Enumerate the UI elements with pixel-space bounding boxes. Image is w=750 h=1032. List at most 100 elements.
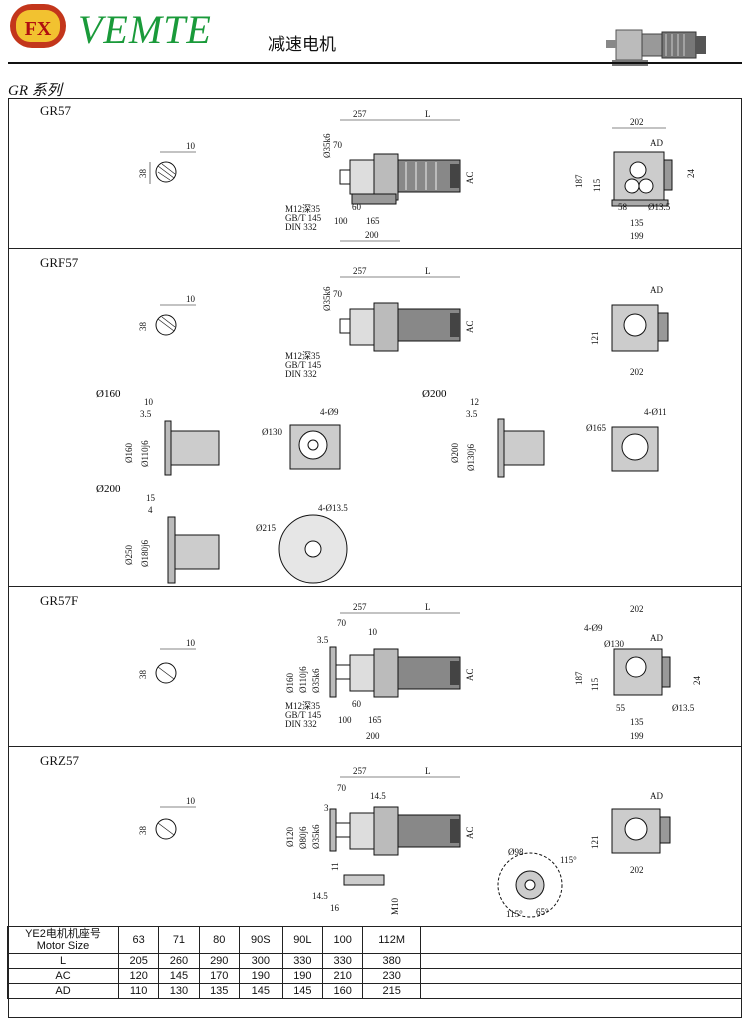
- flange-200a-side: 12 3.5 Ø200 Ø130j6: [450, 397, 545, 478]
- size-cell: 90L: [281, 926, 324, 954]
- dim-shaft-dia: Ø35k6: [311, 668, 321, 693]
- dim-f10: 10: [144, 397, 154, 407]
- note-din: DIN 332: [285, 369, 317, 379]
- end-view: 202 4-Ø9 Ø130 AD 187 115 24 55 Ø13.5 135…: [574, 604, 702, 741]
- dim-70: 70: [337, 618, 347, 628]
- dim-121: 121: [590, 332, 600, 346]
- table-row: L 205 260 290 300 330 330 380: [7, 953, 742, 969]
- dim-165: 165: [366, 216, 380, 226]
- section-divider: [8, 586, 742, 587]
- dim-f12: 12: [470, 397, 479, 407]
- dim-199: 199: [630, 231, 644, 241]
- shaft-section-view: 10 38: [138, 294, 196, 336]
- table-header-en: Motor Size: [36, 940, 90, 952]
- dim-AD: AD: [650, 285, 663, 295]
- dim-fd130: Ø130: [262, 427, 282, 437]
- dim-L: L: [425, 266, 431, 276]
- dim-shaft-key: 10: [186, 796, 196, 806]
- flange-label-160: Ø160: [96, 388, 121, 400]
- flange-160-side: 10 3.5 Ø160 Ø110j6: [124, 397, 220, 476]
- dim-257: 257: [353, 109, 367, 119]
- dim-fd200: Ø200: [450, 443, 460, 463]
- section-divider: [8, 248, 742, 249]
- dim-257: 257: [353, 766, 367, 776]
- shaft-section-view: 10 38: [138, 638, 196, 684]
- dim-fd4-11: 4-Ø11: [644, 407, 667, 417]
- size-cell: 80: [198, 926, 240, 954]
- size-cell: 100: [322, 926, 364, 954]
- shaft-section-view: 10 38: [138, 141, 196, 184]
- dim-58: 58: [618, 202, 628, 212]
- dim-shaft-dia: Ø35k6: [311, 824, 321, 849]
- table-cell: 170: [198, 968, 240, 984]
- dim-202: 202: [630, 604, 644, 614]
- drawing-frame: [8, 98, 742, 1018]
- table-cell: 380: [362, 953, 421, 969]
- side-view: 257 L 70 14.5 3 Ø120 Ø80j6 Ø35k6 AC 11 1…: [285, 766, 475, 915]
- dim-AC: AC: [465, 171, 475, 184]
- table-cell: 260: [158, 953, 200, 969]
- gr57-drawings: 10 38 257 L Ø35k6 70 AC M12深35 GB/T 145 …: [138, 109, 696, 242]
- dim-angle-65: 65°: [536, 907, 549, 917]
- dim-fd130b: Ø130j6: [466, 444, 476, 472]
- table-cell: 205: [117, 953, 160, 969]
- dim-d120: Ø120: [285, 827, 295, 847]
- table-row: YE2电机机座号 Motor Size 63 71 80 90S 90L 100…: [7, 926, 742, 954]
- dim-187: 187: [574, 174, 584, 188]
- section-label-gr57f: GR57F: [40, 593, 79, 608]
- dim-fd215: Ø215: [256, 523, 276, 533]
- dim-100: 100: [338, 715, 352, 725]
- dim-3-5: 3.5: [317, 635, 329, 645]
- empty-cell: [420, 968, 742, 984]
- dim-187: 187: [574, 671, 584, 685]
- flange-200a-front: 4-Ø11 Ø165: [586, 407, 667, 472]
- dim-10: 10: [368, 627, 378, 637]
- company-logo: FX: [10, 4, 66, 48]
- table-cell: 230: [362, 968, 421, 984]
- size-cell: 63: [117, 926, 160, 954]
- dim-AD: AD: [650, 791, 663, 801]
- table-cell: 215: [362, 983, 421, 999]
- table-cell: 145: [158, 968, 200, 984]
- table-cell: 330: [281, 953, 324, 969]
- table-cell: 330: [322, 953, 364, 969]
- torque-arm-view: Ø98 115° 115° 65°: [497, 847, 577, 919]
- dim-257: 257: [353, 602, 367, 612]
- table-cell: 190: [238, 968, 283, 984]
- note-gbt: GB/T 145: [285, 360, 322, 370]
- note-din: DIN 332: [285, 719, 317, 729]
- dim-fd4-9: 4-Ø9: [584, 623, 603, 633]
- side-view: 257 L Ø35k6 70 AC M12深35 GB/T 145 DIN 33…: [285, 266, 475, 379]
- dim-L: L: [425, 602, 431, 612]
- dim-f3-5: 3.5: [140, 409, 152, 419]
- dim-m10: M10: [390, 897, 400, 915]
- dim-135: 135: [630, 218, 644, 228]
- flange-200b-side: 15 4 Ø250 Ø180j6: [124, 493, 220, 584]
- dim-202: 202: [630, 367, 644, 377]
- empty-cell: [420, 953, 742, 969]
- dim-fd110: Ø110j6: [298, 666, 308, 693]
- dim-AC: AC: [465, 320, 475, 333]
- dim-d80: Ø80j6: [298, 826, 308, 849]
- end-view: AD 121 202: [590, 285, 669, 377]
- header-rule: [8, 62, 742, 64]
- dim-55: 55: [616, 703, 626, 713]
- dim-angle-115b: 115°: [506, 909, 523, 919]
- note-din: DIN 332: [285, 222, 317, 232]
- flange-200b-front: 4-Ø13.5 Ø215: [256, 503, 348, 584]
- logo-text: FX: [25, 18, 52, 40]
- table-row: AD 110 130 135 145 145 160 215: [7, 983, 742, 999]
- section-label-grz57: GRZ57: [40, 753, 79, 768]
- dim-fd160: Ø160: [124, 443, 134, 463]
- note-m12: M12深35: [285, 351, 321, 361]
- dim-60: 60: [352, 699, 362, 709]
- shaft-section-view: 10 38: [138, 796, 196, 840]
- dim-fd250: Ø250: [124, 545, 134, 565]
- dim-115: 115: [592, 178, 602, 192]
- dim-f4: 4: [148, 505, 153, 515]
- end-view: 202 AD 187 115 24 58 Ø13.5 135 199: [574, 117, 696, 241]
- note-m12: M12深35: [285, 204, 321, 214]
- dim-fd4-13: 4-Ø13.5: [318, 503, 348, 513]
- dim-100: 100: [334, 216, 348, 226]
- dim-shaft-height: 38: [138, 169, 148, 179]
